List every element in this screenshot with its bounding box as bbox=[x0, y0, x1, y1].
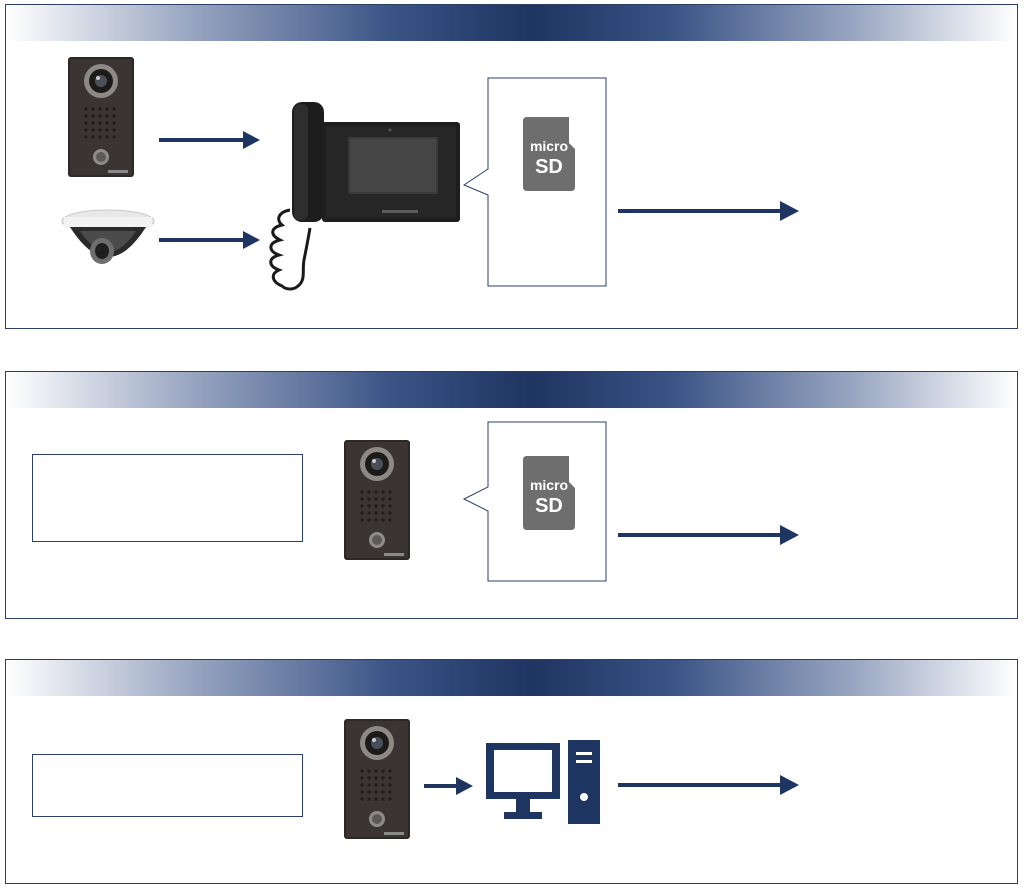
sd-label-micro: micro bbox=[530, 477, 568, 493]
door-station-icon bbox=[344, 719, 410, 839]
panel-header bbox=[6, 660, 1017, 696]
monitor-station-icon bbox=[269, 102, 460, 291]
door-station-icon bbox=[68, 57, 134, 177]
sd-label-sd: SD bbox=[535, 156, 563, 178]
sd-label-micro: micro bbox=[530, 138, 568, 154]
panel-pc-recording bbox=[5, 659, 1018, 884]
door-station-icon bbox=[344, 440, 410, 560]
text-box bbox=[32, 454, 303, 542]
panel-door-recording: micro SD bbox=[5, 371, 1018, 619]
dome-camera-icon bbox=[61, 209, 155, 264]
arrow-icon bbox=[424, 777, 473, 795]
arrow-icon bbox=[618, 525, 799, 545]
arrow-icon bbox=[618, 775, 799, 795]
panel-monitor-recording: micro SD bbox=[5, 4, 1018, 329]
microsd-card-icon: micro SD bbox=[523, 456, 575, 530]
panel-header bbox=[6, 372, 1017, 408]
sd-label-sd: SD bbox=[535, 495, 563, 517]
arrow-icon bbox=[618, 201, 799, 221]
microsd-card-icon: micro SD bbox=[523, 117, 575, 191]
text-box bbox=[32, 754, 303, 817]
computer-icon bbox=[486, 740, 600, 824]
panel-header bbox=[6, 5, 1017, 41]
arrow-icon bbox=[159, 131, 260, 149]
arrow-icon bbox=[159, 231, 260, 249]
